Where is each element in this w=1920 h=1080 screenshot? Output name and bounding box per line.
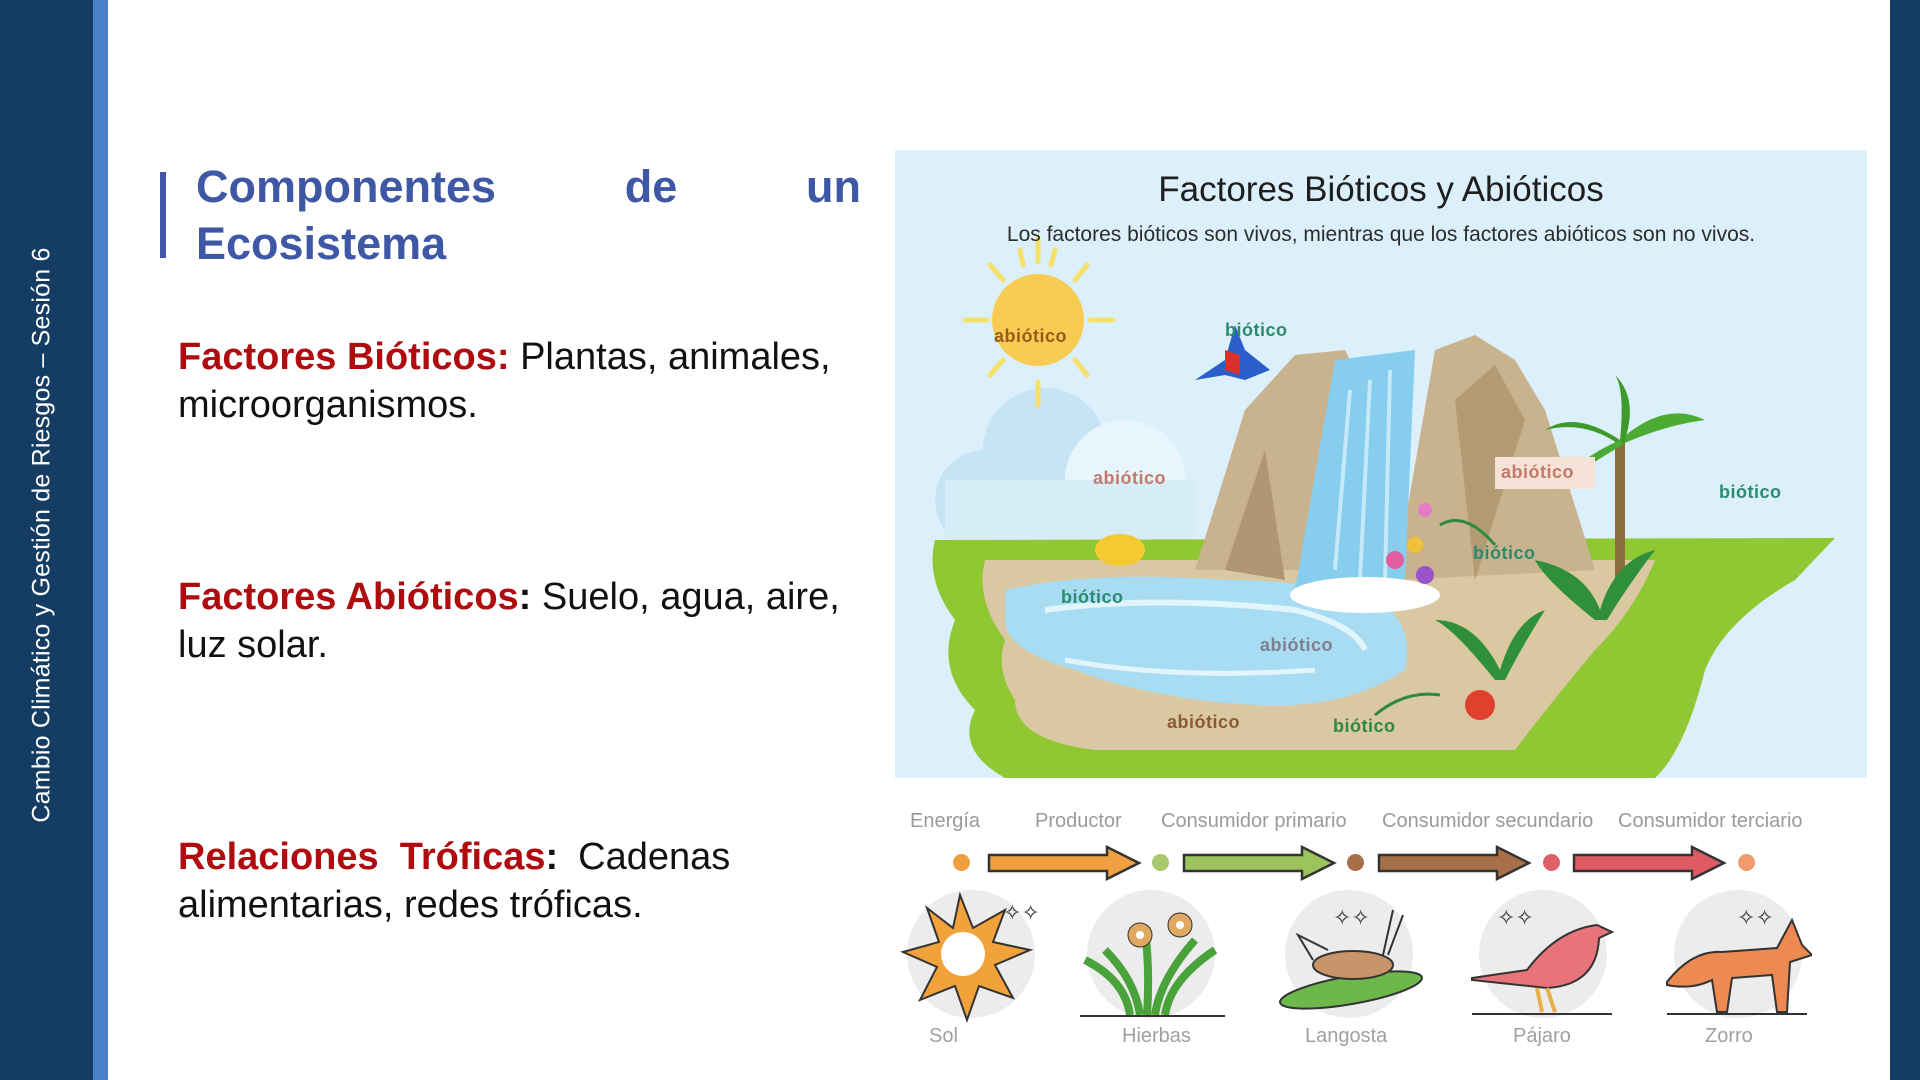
title-word: un (806, 161, 861, 212)
stage-energia: Energía (910, 810, 981, 832)
organism-pajaro: ✧✧ (1467, 890, 1617, 1030)
butterfly-icon (1418, 503, 1432, 517)
bullet-text: Suelo, agua, aire, (531, 576, 840, 618)
arrow-right-icon (987, 845, 1142, 881)
bullet-text: alimentarias, redes tróficas. (178, 884, 643, 926)
sun-disc (992, 274, 1084, 366)
label-biotico-mariposas: biótico (1473, 543, 1536, 563)
sun-icon: ✧✧ (900, 891, 1040, 1024)
course-session-label: Cambio Climático y Gestión de Riesgos – … (27, 247, 56, 823)
bullet-bioticos: Factores Bióticos: Plantas, animales, mi… (178, 333, 858, 429)
bullet-text: microorganismos. (178, 384, 478, 426)
fish-icon (1095, 534, 1145, 566)
organism-label-sol: Sol (929, 1025, 958, 1047)
label-abiotico-nubes: abiótico (1093, 468, 1167, 488)
title-line-2: Ecosistema (196, 218, 447, 269)
ecosystem-illustration: Factores Bióticos y Abióticos Los factor… (895, 150, 1867, 778)
bullet-colon: : (518, 576, 532, 618)
svg-text:✧✧: ✧✧ (1497, 905, 1534, 930)
organism-label-langosta: Langosta (1305, 1025, 1388, 1047)
label-abiotico-sol: abiótico (994, 326, 1068, 346)
bullet-lead: Factores Abióticos (178, 576, 519, 618)
slide-title: Componentes de un Ecosistema (196, 158, 861, 272)
dot-energia (953, 854, 970, 871)
stage-consumidor-primario: Consumidor primario (1161, 810, 1347, 832)
dot-productor (1152, 854, 1169, 871)
organism-label-zorro: Zorro (1705, 1025, 1753, 1047)
bullet-lead: Relaciones Tróficas (178, 836, 546, 878)
butterfly-icon (1386, 551, 1404, 569)
stage-consumidor-secundario: Consumidor secundario (1382, 810, 1594, 832)
right-sidebar (1890, 0, 1920, 1080)
ecosystem-subtitle: Los factores bióticos son vivos, mientra… (1006, 223, 1756, 246)
bullet-relaciones-troficas: Relaciones Tróficas: Cadenas alimentarias… (178, 833, 858, 929)
ecosystem-scene-art (932, 235, 1835, 778)
label-biotico-guacamayo: biótico (1225, 320, 1288, 340)
fox-icon: ✧✧ (1666, 905, 1812, 1015)
ecosystem-title: Factores Bióticos y Abióticos (1158, 170, 1604, 209)
svg-text:✧✧: ✧✧ (1003, 900, 1040, 925)
label-biotico-palmera: biótico (1719, 482, 1782, 502)
organism-langosta: ✧✧ (1273, 890, 1423, 1030)
organism-label-pajaro: Pájaro (1513, 1025, 1571, 1047)
organism-label-hierbas: Hierbas (1122, 1025, 1191, 1047)
left-sidebar: Cambio Climático y Gestión de Riesgos – … (0, 0, 93, 1080)
bird-icon: ✧✧ (1471, 905, 1615, 1015)
title-word: de (624, 161, 678, 212)
butterfly-icon (1407, 537, 1423, 553)
food-chain-diagram: Energía Productor Consumidor primario Co… (895, 790, 1867, 1070)
label-biotico-cangrejo: biótico (1333, 716, 1396, 736)
plant-icon (1535, 550, 1655, 620)
cloud-icon (935, 388, 1195, 560)
bullet-text: luz solar. (178, 624, 328, 666)
label-abiotico-agua: abiótico (1260, 635, 1334, 655)
stage-consumidor-terciario: Consumidor terciario (1618, 810, 1803, 832)
arrow-right-icon (1182, 845, 1337, 881)
title-word: Componentes (196, 161, 497, 212)
arrow-right-icon (1377, 845, 1532, 881)
dot-consumidor-secundario (1543, 854, 1560, 871)
svg-text:✧✧: ✧✧ (1737, 905, 1774, 930)
title-accent-rule (160, 172, 166, 258)
bullet-lead: Factores Bióticos: (178, 336, 510, 378)
organism-hierbas (1075, 890, 1225, 1030)
svg-text:✧✧: ✧✧ (1333, 905, 1370, 930)
parrot-icon (1195, 325, 1270, 380)
label-abiotico-suelo: abiótico (1167, 712, 1241, 732)
butterfly-icon (1416, 566, 1434, 584)
bullet-text: Cadenas (578, 836, 731, 878)
grass-icon (1080, 912, 1225, 1017)
label-biotico-pez: biótico (1061, 587, 1124, 607)
bullet-abioticos: Factores Abióticos: Suelo, agua, aire, l… (178, 573, 858, 669)
sun-icon (962, 235, 1116, 408)
organism-sol: ✧✧ (895, 890, 1045, 1030)
bullet-text: Plantas, animales, (509, 336, 831, 378)
left-accent-stripe (93, 0, 108, 1080)
organism-zorro: ✧✧ (1662, 890, 1812, 1030)
stage-productor: Productor (1035, 810, 1122, 832)
plant-icon (1435, 610, 1545, 680)
crab-icon (1465, 690, 1495, 720)
bullet-colon: : (545, 836, 559, 878)
grasshopper-icon: ✧✧ (1279, 905, 1423, 1010)
dot-consumidor-terciario (1738, 854, 1755, 871)
dot-consumidor-primario (1347, 854, 1364, 871)
label-abiotico-rocas: abiótico (1501, 462, 1575, 482)
arrow-right-icon (1572, 845, 1727, 881)
